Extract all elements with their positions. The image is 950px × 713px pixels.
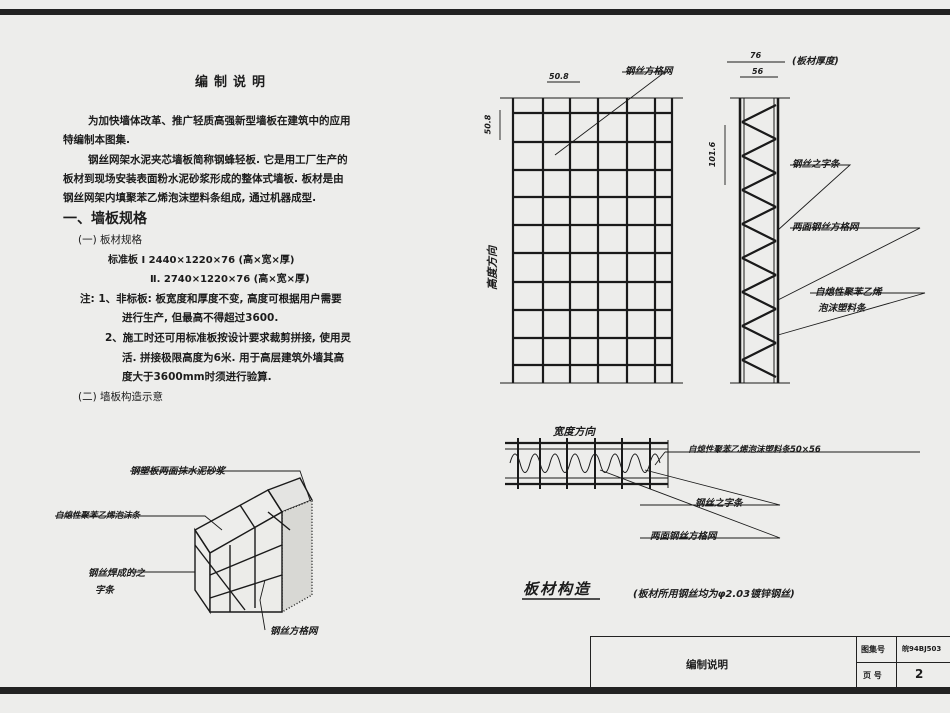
label-height-direction: 高度方向 — [486, 246, 499, 290]
zigzag-wire — [741, 172, 777, 191]
leader-lines — [55, 61, 926, 631]
intro-line: 钢丝网架内填聚苯乙烯泡沫塑料条组成, 通过机器成型. — [63, 192, 317, 204]
zigzag-wire — [741, 155, 777, 174]
bottom-border — [0, 687, 950, 694]
intro-line: 特编制本图集. — [63, 134, 130, 146]
label-foam: 泡沫塑料条 — [818, 303, 866, 314]
dim-pitch: 101.6 — [708, 141, 718, 168]
top-border — [0, 9, 950, 15]
label-mesh: 两面钢丝方格网 — [792, 222, 859, 233]
dim-height: 50.8 — [483, 114, 493, 135]
zigzag-wire — [741, 274, 777, 293]
label-foam: 自熄性聚苯乙烯泡沫塑料条50×56 — [688, 445, 821, 455]
label-mesh: 两面钢丝方格网 — [650, 531, 717, 542]
zigzag-wire — [741, 342, 777, 361]
note-line: 注: 1、非标板: 板宽度和厚度不变, 高度可根据用户需要 — [80, 293, 342, 305]
foam-wave — [509, 453, 661, 473]
zigzag-wire — [741, 240, 777, 259]
note-line: 2、施工时还可用标准板按设计要求裁剪拼接, 使用灵 — [105, 332, 351, 344]
atlas-number-label: 图集号 — [861, 645, 885, 654]
zigzag-wire — [741, 257, 777, 276]
zigzag-wire — [741, 291, 777, 310]
section-heading: 一、墙板规格 — [63, 211, 147, 227]
atlas-number: 皖94BJ503 — [902, 645, 942, 653]
zigzag-wire — [741, 121, 777, 140]
label-foam: 自熄性聚苯乙烯 — [815, 287, 882, 298]
intro-line: 钢丝网架水泥夹芯墙板简称钢蜂轻板. 它是用工厂生产的 — [88, 154, 348, 166]
zigzag-wire — [741, 189, 777, 208]
title-block: 编制说明 图集号 皖94BJ503 页 号 2 — [590, 636, 950, 688]
intro-line: 板材到现场安装表面粉水泥砂浆形成的整体式墙板. 板材是由 — [63, 173, 344, 185]
page-number-label: 页 号 — [863, 671, 882, 680]
zigzag-wire — [741, 359, 777, 378]
dim-core: 56 — [752, 67, 764, 76]
zigzag-wire — [741, 104, 777, 123]
title-block-name: 编制说明 — [686, 659, 728, 671]
dim-thickness: 76 — [750, 51, 762, 60]
note-line: 活. 拼接极限高度为6米. 用于高层建筑外墙其高 — [122, 352, 345, 364]
label-grid-mesh: 钢丝方格网 — [625, 66, 673, 77]
intro-line: 为加快墙体改革、推广轻质高强新型墙板在建筑中的应用 — [88, 115, 351, 127]
label-zigzag: 钢丝之字条 — [792, 159, 840, 170]
zigzag-wire — [741, 138, 777, 157]
mesh-grid — [500, 97, 683, 384]
zigzag-wire — [741, 325, 777, 344]
note-line: 进行生产, 但最高不得超过3600. — [122, 312, 279, 324]
label-thickness: (板材厚度) — [792, 56, 839, 67]
caption-note: (板材所用钢丝均为φ2.03镀锌钢丝) — [633, 589, 795, 600]
caption-title: 板材构造 — [523, 580, 592, 598]
page-title: 编制说明 — [195, 75, 272, 90]
label-mesh: 钢丝方格网 — [270, 626, 318, 637]
label-zigzag: 钢丝之字条 — [695, 498, 743, 509]
isometric-panel — [194, 477, 313, 615]
subheading: (二) 墙板构造示意 — [78, 391, 164, 403]
label-mortar: 钢塑板两面抹水泥砂浆 — [130, 466, 226, 477]
zigzag-wire — [741, 206, 777, 225]
zigzag-wire — [741, 223, 777, 242]
subheading: (一) 板材规格 — [78, 234, 143, 246]
horizontal-section — [505, 438, 669, 489]
note-line: 度大于3600mm时须进行验算. — [122, 371, 272, 383]
spec-line: 标准板 Ⅰ 2440×1220×76 (高×宽×厚) — [108, 255, 295, 266]
page-number: 2 — [915, 667, 924, 681]
dim-width: 50.8 — [549, 72, 569, 81]
label-zigzag: 钢丝焊成的之 — [88, 568, 146, 579]
label-width-direction: 宽度方向 — [553, 426, 595, 438]
side-section — [730, 97, 790, 384]
label-zigzag: 字条 — [95, 585, 115, 596]
zigzag-wire — [741, 308, 777, 327]
label-foam-strip: 自熄性聚苯乙烯泡沫条 — [55, 511, 141, 521]
spec-line: Ⅱ. 2740×1220×76 (高×宽×厚) — [150, 274, 310, 285]
